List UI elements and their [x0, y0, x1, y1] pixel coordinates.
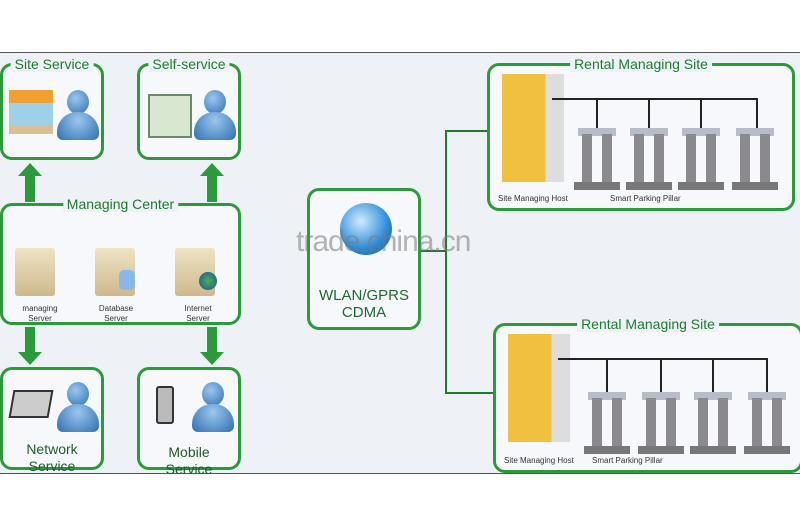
parking-pillar-icon	[584, 392, 630, 454]
rental-site-box: Rental Managing Site Site Managing Host …	[487, 56, 795, 211]
user-icon	[194, 90, 236, 140]
managing-host-icon	[508, 334, 570, 442]
connector-line	[445, 130, 447, 393]
database-icon	[119, 270, 135, 290]
parking-pillar-icon	[690, 392, 736, 454]
pillar-label: Smart Parking Pillar	[592, 456, 663, 465]
user-icon	[57, 382, 99, 432]
connector-line	[421, 250, 446, 252]
parking-pillar-icon	[574, 128, 620, 190]
pillar-label: Smart Parking Pillar	[610, 194, 681, 203]
parking-pillar-icon	[626, 128, 672, 190]
connector-line	[445, 130, 487, 132]
host-label: Site Managing Host	[498, 194, 568, 203]
managing-server-icon	[15, 248, 55, 296]
rental-site-box: Rental Managing Site Site Managing Host …	[493, 316, 800, 473]
parking-pillar-icon	[732, 128, 778, 190]
wire	[558, 358, 768, 360]
rental-site-title: Rental Managing Site	[570, 56, 712, 72]
site-service-box: Site Service	[0, 56, 104, 160]
arrow-up-self	[200, 163, 224, 202]
self-service-box: Self-service	[137, 56, 241, 160]
parking-pillar-icon	[678, 128, 724, 190]
parking-pillar-icon	[638, 392, 684, 454]
user-icon	[192, 382, 234, 432]
managing-host-icon	[502, 74, 564, 182]
mobile-phone-icon	[156, 386, 174, 424]
kiosk-icon	[148, 94, 192, 138]
wire	[552, 98, 758, 100]
managing-center-title: Managing Center	[62, 196, 179, 212]
user-icon	[57, 90, 99, 140]
arrow-down-mobile	[200, 327, 224, 365]
self-service-title: Self-service	[148, 56, 230, 72]
watermark: trade.china.cn	[296, 225, 471, 258]
arrow-down-network	[18, 327, 42, 365]
host-label: Site Managing Host	[504, 456, 574, 465]
rental-site-title: Rental Managing Site	[577, 316, 719, 332]
globe-icon	[340, 203, 392, 255]
globe-icon	[199, 272, 217, 290]
site-service-title: Site Service	[10, 56, 94, 72]
arrow-up-site	[18, 163, 42, 202]
shop-icon	[9, 90, 53, 134]
laptop-icon	[8, 390, 54, 418]
connector-line	[445, 392, 493, 394]
parking-pillar-icon	[744, 392, 790, 454]
